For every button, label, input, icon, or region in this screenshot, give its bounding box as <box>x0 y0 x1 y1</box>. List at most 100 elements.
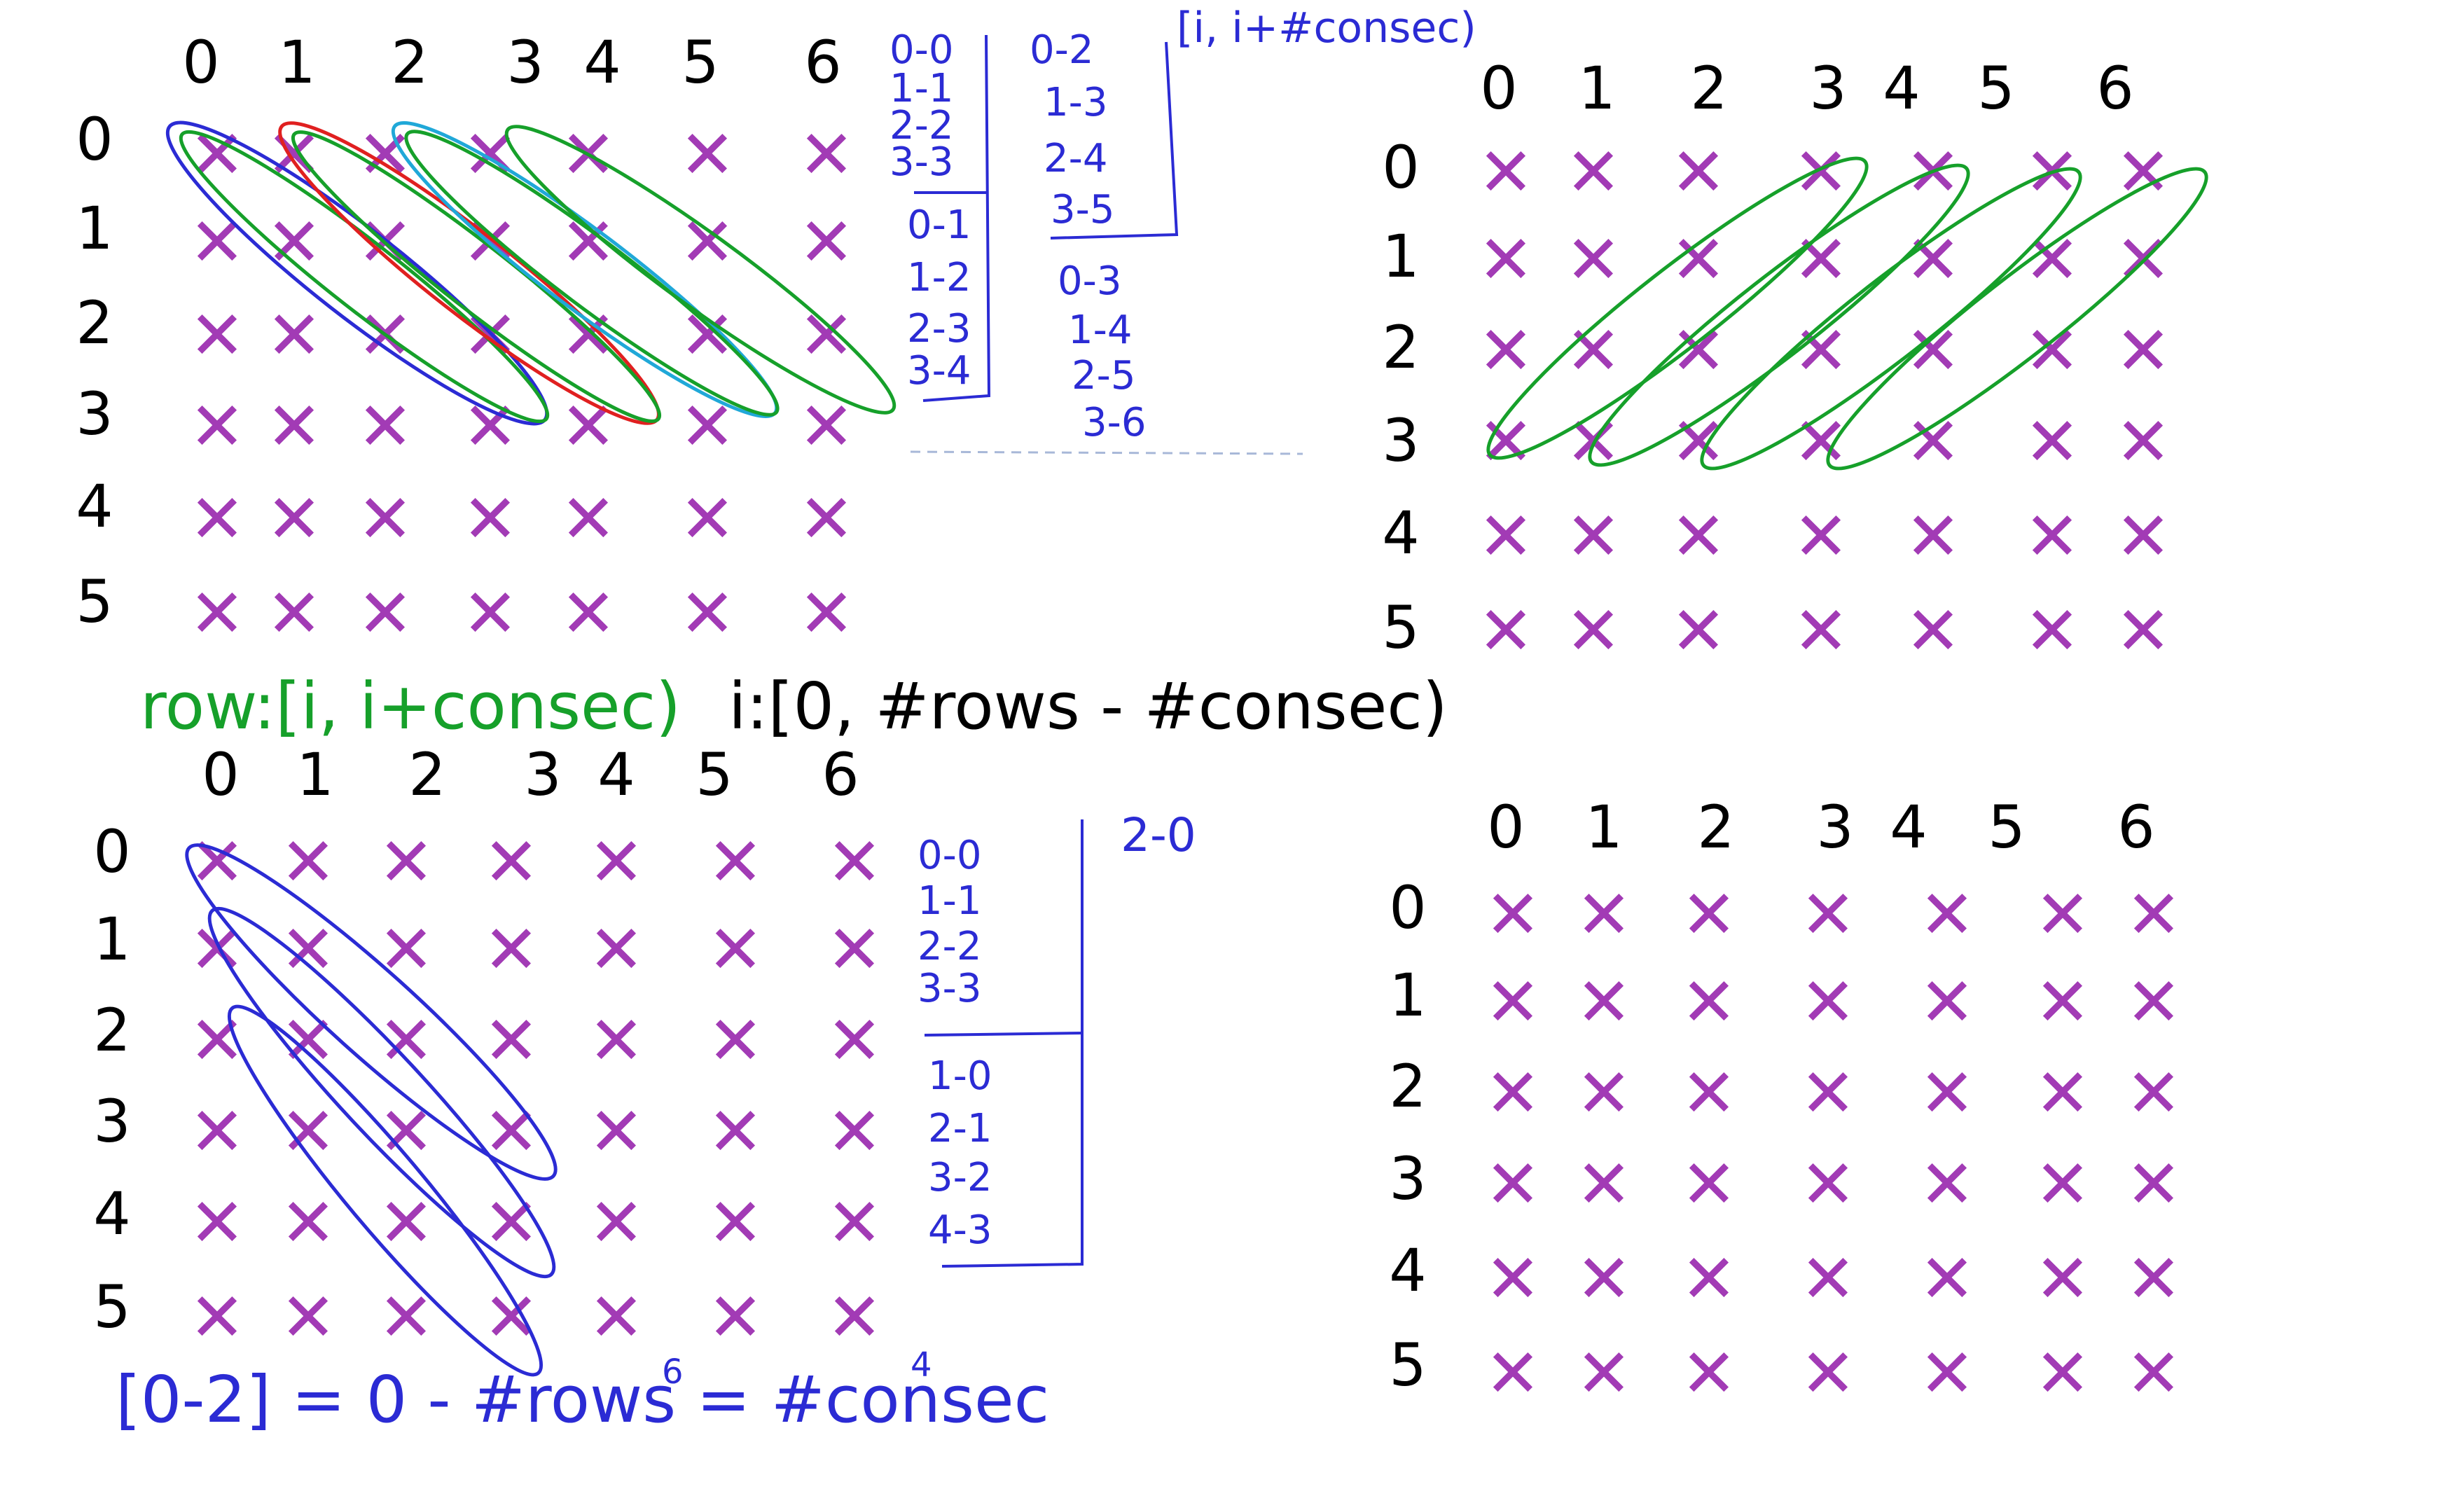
highlight-loops <box>165 120 897 426</box>
cross-mark: ✕ <box>1681 1334 1737 1413</box>
cross-mark: ✕ <box>826 1278 883 1357</box>
cross-mark: ✕ <box>357 387 413 466</box>
cross-mark: ✕ <box>462 480 518 558</box>
cross-mark: ✕ <box>588 1093 644 1171</box>
row-formula-green: row:[i, i+consec) <box>140 669 681 744</box>
cross-mark: ✕ <box>2126 875 2182 954</box>
pair-entry: 2-2 <box>918 924 981 969</box>
col-header: 6 <box>2096 54 2133 123</box>
cross-mark: ✕ <box>2115 312 2171 390</box>
pair-entry: 3-5 <box>1051 187 1114 233</box>
cross-mark: ✕ <box>1905 592 1961 670</box>
cross-mark: ✕ <box>266 203 322 282</box>
diagonal-loop <box>291 130 662 423</box>
cross-mark: ✕ <box>1485 1054 1541 1132</box>
cross-mark: ✕ <box>1485 875 1541 954</box>
col-header: 1 <box>1578 54 1615 123</box>
cross-mark: ✕ <box>1681 963 1737 1041</box>
cross-mark: ✕ <box>707 1184 763 1262</box>
diagonal-loop <box>504 125 897 415</box>
cross-mark: ✕ <box>357 574 413 653</box>
cross-marks: ✕✕✕✕✕✕✕✕✕✕✕✕✕✕✕✕✕✕✕✕✕✕✕✕✕✕✕✕✕✕✕✕✕✕✕✕✕✕✕✕… <box>1478 133 2171 670</box>
col-header: 4 <box>583 28 621 97</box>
cross-mark: ✕ <box>1485 1334 1541 1413</box>
cross-mark: ✕ <box>483 1278 539 1357</box>
highlight-loops <box>185 843 558 1377</box>
cross-mark: ✕ <box>189 823 245 901</box>
cross-mark: ✕ <box>483 1002 539 1080</box>
cross-mark: ✕ <box>189 480 245 558</box>
diagonal-loop <box>227 1004 544 1377</box>
cross-mark: ✕ <box>826 1002 883 1080</box>
cross-mark: ✕ <box>1576 875 1632 954</box>
cross-mark: ✕ <box>1905 221 1961 299</box>
col-header: 6 <box>822 740 859 809</box>
cross-mark: ✕ <box>189 1278 245 1357</box>
cross-mark: ✕ <box>588 1184 644 1262</box>
row-headers: 0 1 2 3 4 5 <box>1382 133 1419 662</box>
cross-mark: ✕ <box>560 387 616 466</box>
pair-list-boxes <box>914 34 1179 402</box>
pair-entry: 3-3 <box>918 966 981 1011</box>
cross-mark: ✕ <box>1478 221 1534 299</box>
cross-mark: ✕ <box>707 1278 763 1357</box>
col-header: 2 <box>1690 54 1727 123</box>
cross-mark: ✕ <box>826 1184 883 1262</box>
cross-mark: ✕ <box>588 1002 644 1080</box>
row-header: 0 <box>1389 873 1426 942</box>
row-header: 0 <box>76 105 113 174</box>
cross-mark: ✕ <box>1919 963 1975 1041</box>
cross-mark: ✕ <box>1919 1240 1975 1318</box>
col-header: 0 <box>1487 793 1524 861</box>
cross-mark: ✕ <box>1681 875 1737 954</box>
row-header: 2 <box>1382 313 1419 382</box>
rows-annotation: 6 <box>662 1352 684 1392</box>
col-header: 5 <box>1977 54 2014 123</box>
anti-diagonal-loop <box>1588 163 1970 467</box>
cross-mark: ✕ <box>798 574 854 653</box>
cross-mark: ✕ <box>266 387 322 466</box>
cross-mark: ✕ <box>2035 963 2091 1041</box>
pair-entry: 2-1 <box>928 1106 992 1151</box>
row-header: 5 <box>76 567 113 636</box>
cross-mark: ✕ <box>280 823 336 901</box>
cross-mark: ✕ <box>483 910 539 989</box>
cross-mark: ✕ <box>2024 221 2080 299</box>
cross-mark: ✕ <box>588 910 644 989</box>
row-headers: 0 1 2 3 4 5 <box>93 817 130 1341</box>
col-header: 0 <box>1480 54 1517 123</box>
pair-entry: 3-3 <box>890 139 953 185</box>
cross-mark: ✕ <box>266 480 322 558</box>
row-header: 4 <box>93 1179 130 1248</box>
col-header: 2 <box>391 28 428 97</box>
highlight-loops <box>1486 156 2208 471</box>
diagonal-loop <box>179 130 550 424</box>
cross-mark: ✕ <box>1485 963 1541 1041</box>
cross-mark: ✕ <box>707 1002 763 1080</box>
pair-entry: 3-4 <box>907 348 971 394</box>
cross-mark: ✕ <box>588 823 644 901</box>
pair-entry: 1-4 <box>1068 307 1132 353</box>
cross-mark: ✕ <box>483 823 539 901</box>
cross-mark: ✕ <box>826 1093 883 1171</box>
pair-list-boxes <box>924 819 1084 1268</box>
pair-entry: 2-5 <box>1072 353 1135 399</box>
cross-mark: ✕ <box>1800 1145 1856 1224</box>
col-header: 6 <box>2117 793 2154 861</box>
cross-mark: ✕ <box>462 574 518 653</box>
pair-entry: 0-0 <box>918 833 981 878</box>
cross-mark: ✕ <box>1793 133 1849 212</box>
cross-mark: ✕ <box>280 1278 336 1357</box>
cross-marks: ✕✕✕✕✕✕✕✕✕✕✕✕✕✕✕✕✕✕✕✕✕✕✕✕✕✕✕✕✕✕✕✕✕✕✕✕✕✕✕✕… <box>189 116 854 653</box>
row-header: 1 <box>76 194 113 263</box>
row-header: 0 <box>93 817 130 886</box>
cross-mark: ✕ <box>2115 497 2171 576</box>
row-header: 3 <box>76 380 113 448</box>
column-headers: 0 1 2 3 4 5 6 <box>1487 793 2154 861</box>
cross-mark: ✕ <box>1478 133 1534 212</box>
pair-entry: 3-2 <box>928 1155 992 1200</box>
cross-mark: ✕ <box>2035 1240 2091 1318</box>
pair-entry: 1-3 <box>1044 80 1107 125</box>
col-header: 3 <box>506 28 544 97</box>
row-headers: 0 1 2 3 4 5 <box>76 105 113 636</box>
